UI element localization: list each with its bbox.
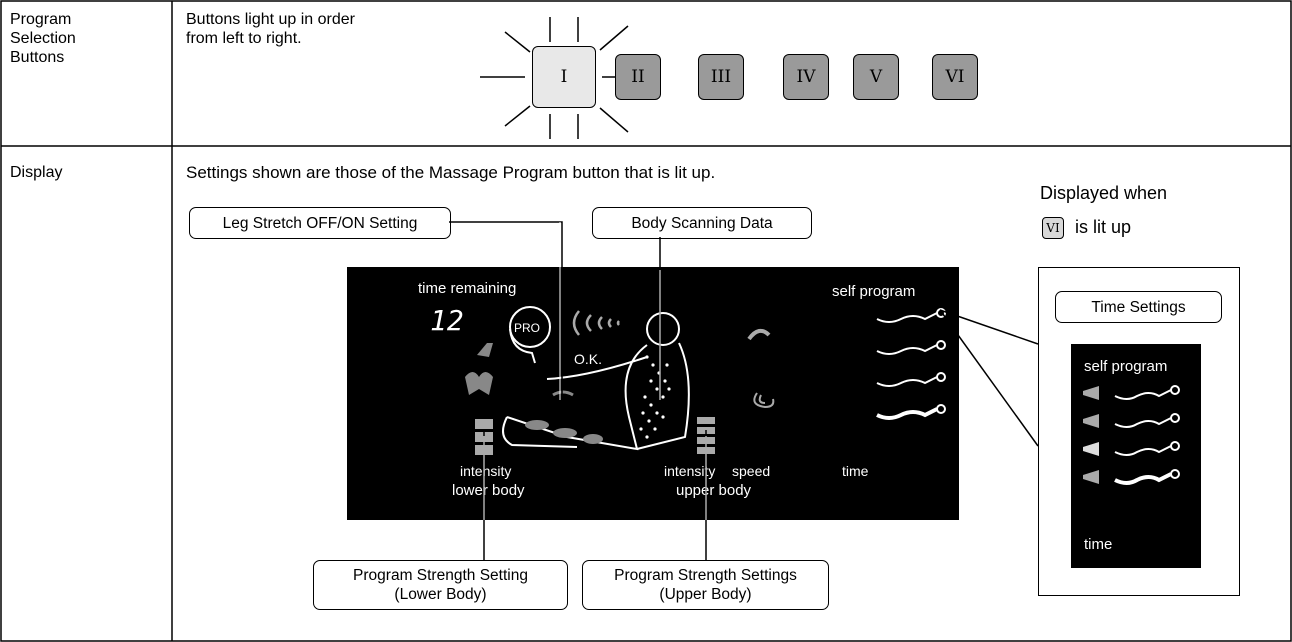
leg-rollers-icon [525, 420, 603, 444]
mini-button-6: VI [1042, 217, 1064, 240]
intensity-upper-label: intensity [664, 463, 716, 479]
callout-leg-stretch-text: Leg Stretch OFF/ON Setting [222, 214, 418, 232]
program-button-2[interactable]: II [615, 54, 661, 100]
side-note-line2: VI is lit up [1042, 216, 1132, 240]
left-figure-icons [465, 343, 493, 395]
self-program-label: self program [832, 283, 916, 300]
program-selection-label-text: Program Selection Buttons [10, 11, 76, 66]
display-label: Display [10, 164, 63, 181]
lower-body-label: lower body [452, 482, 525, 499]
program-button-2-label: II [631, 67, 645, 87]
mini-leg-icons [1114, 385, 1180, 485]
callout-time-settings-text: Time Settings [1091, 298, 1186, 316]
mini-time-bars-icon [1083, 386, 1099, 484]
wave-arcs-icon [572, 310, 620, 336]
callout-leg-stretch: Leg Stretch OFF/ON Setting [189, 207, 451, 239]
seated-body-icon [502, 312, 690, 451]
mini-button-6-label: VI [1046, 221, 1060, 236]
mini-panel-graphics [1083, 385, 1180, 485]
side-note-line1: Displayed when [1040, 183, 1168, 203]
program-button-6-label: VI [945, 67, 965, 87]
row1-description-line2: from left to right. [186, 30, 302, 47]
row1-description-line1: Buttons light up in order [186, 11, 355, 28]
program-button-6[interactable]: VI [932, 54, 978, 100]
speed-rotate-icon [747, 328, 771, 341]
callout-strength-upper-line1: Program Strength Settings [614, 567, 797, 584]
time-remaining-value: 12 [430, 304, 464, 337]
pro-head-icon [509, 306, 551, 364]
mini-time-label: time [1084, 536, 1113, 553]
program-button-4-label: IV [796, 67, 816, 87]
display-description: Settings shown are those of the Massage … [186, 163, 716, 182]
callout-strength-lower-line1: Program Strength Setting [353, 567, 528, 584]
side-note-line2-text: is lit up [1075, 217, 1132, 237]
program-button-5-label: V [869, 67, 883, 87]
program-button-1-label: I [560, 67, 568, 87]
callout-body-scanning: Body Scanning Data [592, 207, 812, 239]
time-remaining-label: time remaining [418, 280, 517, 297]
intensity-lower-label: intensity [460, 463, 512, 479]
callout-body-scanning-text: Body Scanning Data [631, 214, 773, 232]
program-button-5[interactable]: V [853, 54, 899, 100]
callout-strength-upper: Program Strength Settings (Upper Body) [582, 560, 829, 610]
speed-label: speed [732, 463, 771, 479]
self-program-leg-icons [876, 308, 946, 420]
callout-time-settings: Time Settings [1055, 291, 1222, 323]
speed-swirl-icon [753, 392, 775, 409]
program-button-3-label: III [710, 67, 732, 87]
time-label: time [842, 463, 869, 479]
program-button-4[interactable]: IV [783, 54, 829, 100]
light-rays-icon [480, 17, 629, 139]
pro-badge: PRO [514, 321, 541, 335]
program-button-3[interactable]: III [698, 54, 744, 100]
program-button-1[interactable]: I [532, 46, 596, 108]
upper-body-label: upper body [676, 482, 752, 499]
program-selection-label: Program Selection Buttons [10, 10, 76, 67]
ok-label: O.K. [574, 351, 603, 367]
mini-self-program-label: self program [1084, 358, 1168, 375]
callout-strength-lower-line2: (Lower Body) [394, 586, 487, 603]
callout-strength-upper-line2: (Upper Body) [659, 586, 752, 603]
leg-stretch-arrow-icon [552, 390, 574, 397]
scan-dots-icon [639, 355, 671, 439]
display-panel [347, 267, 959, 520]
mini-display-panel [1071, 344, 1201, 568]
callout-strength-lower: Program Strength Setting (Lower Body) [313, 560, 568, 610]
